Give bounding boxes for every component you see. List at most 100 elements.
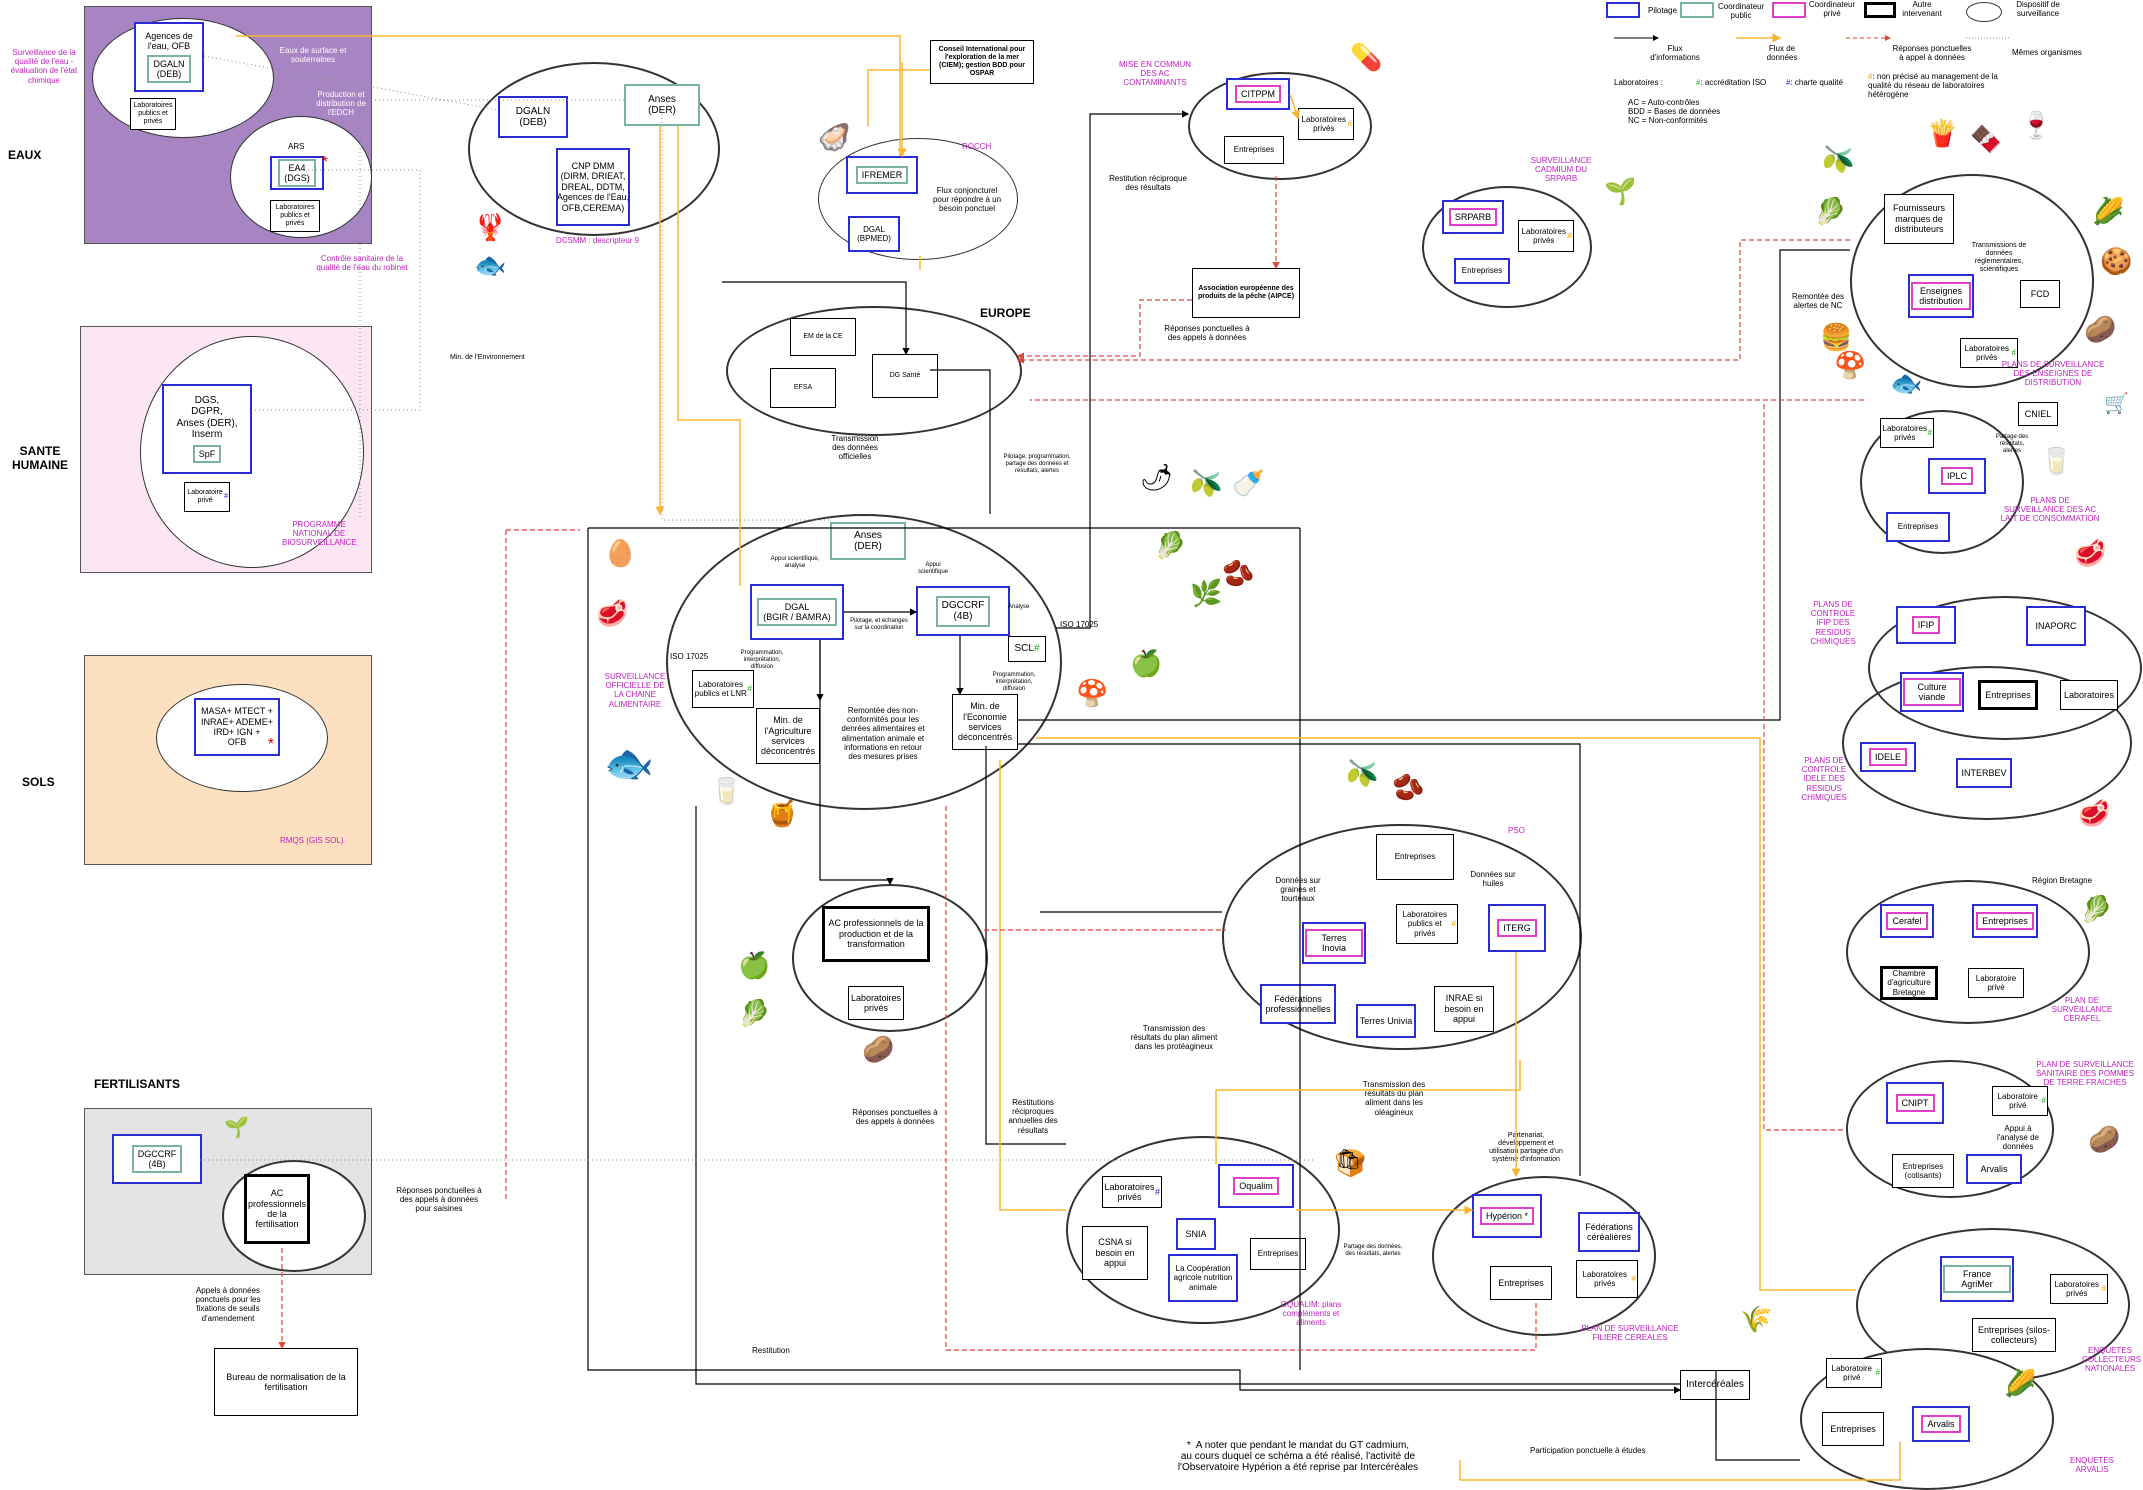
ars-label: ARS bbox=[288, 142, 305, 151]
restitution-label: Restitution bbox=[752, 1346, 790, 1355]
srparb-labos-box: Laboratoires privés# bbox=[1518, 220, 1574, 252]
iso-mark-icon: # bbox=[1696, 78, 1701, 87]
masa-label: MASA+ MTECT + INRAE+ ADEME+ IRD+ IGN + O… bbox=[200, 706, 274, 748]
spf-box: SpF bbox=[192, 444, 222, 464]
hyperion-box: Hypérion * bbox=[1472, 1194, 1542, 1238]
non-precise-mark-icon: # bbox=[1868, 72, 1873, 81]
bean-icon: 🫘 bbox=[1392, 772, 1425, 802]
cookie-icon: 🍪 bbox=[2100, 246, 2133, 276]
fournisseurs-box: Fournisseurs marques de distributeurs bbox=[1884, 194, 1954, 244]
min-env-label: Min. de l'Environnement bbox=[450, 354, 525, 361]
eaux-labos-box: Laboratoires publics et privés bbox=[130, 98, 176, 130]
legend-dispositif-swatch bbox=[1966, 2, 2002, 22]
lettuce-icon: 🥬 bbox=[738, 998, 771, 1028]
aipce-box: Association européenne des produits de l… bbox=[1192, 268, 1300, 318]
red-star-icon: * bbox=[267, 735, 274, 753]
eaux-surface-label: Eaux de surface et souterraines bbox=[279, 46, 347, 65]
remontee-alertes-label: Remontée des alertes de NC bbox=[1791, 292, 1845, 311]
iso-mark-icon: # bbox=[1033, 643, 1040, 655]
section-sols: SOLS bbox=[22, 775, 55, 789]
wine-icon: 🍷 bbox=[2020, 110, 2053, 140]
iplc-box: IPLC bbox=[1928, 458, 1986, 494]
hand-plant-icon: 🌱 bbox=[224, 1117, 249, 1139]
lettuce-icon: 🥬 bbox=[1154, 530, 1187, 560]
bottle-icon: 🍼 bbox=[1232, 468, 1265, 498]
agences-eau-box: Agences de l'eau, OFB DGALN (DEB) bbox=[134, 22, 204, 92]
distribution-labos-box: Laboratoires privés# bbox=[1960, 338, 2018, 368]
sante-labo-label: Laboratoire privé bbox=[187, 488, 223, 504]
chaine-dgal-box: DGAL (BGIR / BAMRA) bbox=[750, 584, 844, 640]
fish-icon: 🐟 bbox=[1890, 368, 1923, 398]
inaporc-box: INAPORC bbox=[2026, 606, 2086, 646]
oil-icon: 🫒 bbox=[1190, 468, 1223, 498]
legend-flux-info-label: Flux d'informations bbox=[1650, 44, 1700, 63]
oqualim-label: Oqualim bbox=[1233, 1176, 1279, 1196]
min-eco-box: Min. de l'Economie services déconcentrés bbox=[952, 694, 1018, 750]
transmission-label: Transmission des données officielles bbox=[831, 434, 879, 462]
plant-icon: 🌱 bbox=[1604, 176, 1637, 206]
legend-coord-prive-swatch bbox=[1772, 2, 1806, 18]
iso-17025-right: ISO 17025 bbox=[1060, 620, 1099, 629]
snia-box: SNIA bbox=[1176, 1218, 1216, 1250]
legend-coord-prive-label: Coordinateur privé bbox=[1808, 0, 1856, 19]
citppm-box: CITPPM bbox=[1226, 78, 1290, 110]
fries-icon: 🍟 bbox=[1926, 118, 1959, 148]
cnipt-labo-box: Laboratoire privé# bbox=[1992, 1086, 2048, 1116]
srparb-label: SRPARB bbox=[1448, 207, 1498, 227]
mussel-icon: 🦪 bbox=[818, 122, 851, 152]
legend-flux-donnees-label: Flux de données bbox=[1766, 44, 1798, 63]
huiles-label: Données sur huiles bbox=[1470, 870, 1516, 889]
apple-icon: 🍏 bbox=[1130, 648, 1163, 678]
iso-mark-icon: # bbox=[1927, 428, 1932, 438]
legend-iso-text: : accréditation ISO bbox=[1700, 78, 1767, 87]
potato-icon: 🥔 bbox=[2088, 1124, 2121, 1154]
scl-label: SCL bbox=[1014, 643, 1034, 655]
idele-label: IDELE bbox=[1868, 747, 1907, 767]
eaux-production-label: Production et distribution de l'EDCH bbox=[316, 90, 366, 118]
oqualim-labos-label: Laboratoires privés bbox=[1104, 1181, 1155, 1202]
legend-dispositif-label: Dispositif de surveillance bbox=[2016, 0, 2060, 19]
pilotage-coordination-label: Pilotage, et échanges sur la coordinatio… bbox=[850, 618, 908, 631]
iso-mark-icon: # bbox=[1875, 1368, 1880, 1378]
dgaln-deb-box: DGALN (DEB) bbox=[147, 54, 191, 84]
hyperion-labos-label: Laboratoires privés bbox=[1582, 1269, 1628, 1288]
fcd-box: FCD bbox=[2020, 280, 2060, 308]
sack-icon: 🛍 bbox=[1336, 1149, 1362, 1171]
iplc-plans-label: PLANS DE SURVEILLANCE DES AC LAIT DE CON… bbox=[2000, 496, 2100, 524]
flux-conjoncturel-label: Flux conjoncturel pour répondre à un bes… bbox=[932, 186, 1002, 214]
remontee-nc-label: Remontée des non-conformités pour les de… bbox=[841, 706, 925, 761]
charte-mark-icon: # bbox=[1786, 78, 1791, 87]
citppm-label: CITPPM bbox=[1234, 84, 1281, 104]
enseignes-plans-label: PLANS DE SURVEILLANCE DES ENSEIGNES DE D… bbox=[2001, 360, 2105, 388]
non-precise-mark-icon: # bbox=[1347, 119, 1352, 129]
iso-mark-icon: # bbox=[2041, 1096, 2046, 1106]
dgs-label: DGS, DGPR, Anses (DER), Inserm bbox=[176, 394, 238, 441]
distribution-labos-label: Laboratoires privés bbox=[1964, 343, 2010, 362]
bread-icon: 🍞 bbox=[1334, 1148, 1367, 1178]
csna-box: CSNA si besoin en appui bbox=[1082, 1226, 1148, 1280]
arvalis-labo-label: Laboratoire privé bbox=[1831, 1363, 1873, 1382]
ars-labos-box: Laboratoires publics et privés bbox=[270, 200, 320, 232]
iplc-labos-box: Laboratoires privés# bbox=[1880, 418, 1934, 448]
cnp-dmm-box: CNP DMM (DIRM, DRIEAT, DREAL, DDTM, Agen… bbox=[556, 148, 630, 226]
ciem-box: Conseil International pour l'exploration… bbox=[930, 40, 1034, 84]
hyperion-ellipse bbox=[1432, 1176, 1656, 1336]
legend-charte-label: #: charte qualité bbox=[1786, 78, 1843, 87]
arvalis-labo-box: Laboratoire privé# bbox=[1826, 1358, 1882, 1388]
arvalis-label: Arvalis bbox=[1921, 1414, 1961, 1434]
iplc-labos-label: Laboratoires privés bbox=[1882, 423, 1928, 442]
enquetes-arvalis-label: ENQUETES ARVALIS bbox=[2069, 1456, 2114, 1475]
bureau-normalisation-box: Bureau de normalisation de la fertilisat… bbox=[214, 1348, 358, 1416]
lettuce-icon: 🥬 bbox=[2080, 894, 2113, 924]
chaine-dgccrf-box: DGCCRF (4B) bbox=[916, 586, 1010, 636]
iplc-entreprises-box: Entreprises bbox=[1886, 512, 1950, 542]
inrae-box: INRAE si besoin en appui bbox=[1434, 986, 1494, 1032]
biosurveillance-label: PROGRAMME NATIONAL DE BIOSURVEILLANCE bbox=[282, 520, 357, 548]
legend-coord-public-swatch bbox=[1680, 2, 1714, 18]
europe-pilotage-label: Pilotage, programmation, partage des don… bbox=[1003, 454, 1071, 474]
fert-appels-label: Appels à données ponctuels pour les fixa… bbox=[195, 1286, 261, 1323]
citppm-labos-box: Laboratoires privés# bbox=[1298, 108, 1354, 140]
legend-labos-label: Laboratoires : bbox=[1614, 78, 1663, 87]
charte-mark-icon: # bbox=[1154, 1186, 1160, 1197]
wheat-icon: 🌾 bbox=[1740, 1304, 1773, 1334]
